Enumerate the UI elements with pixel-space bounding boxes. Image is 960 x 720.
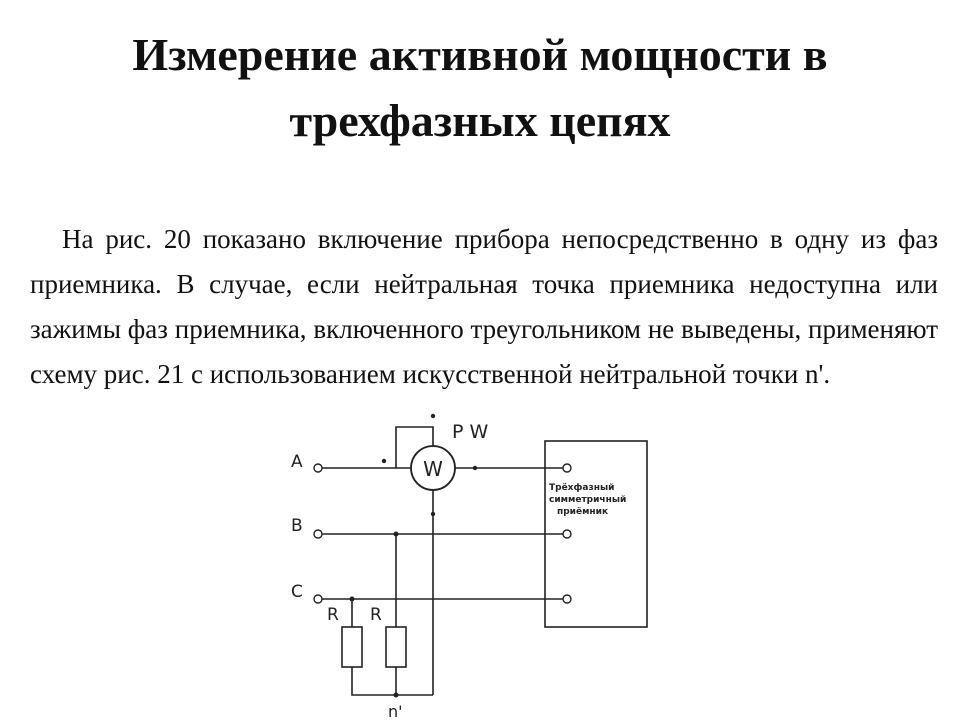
page-title: Измерение активной мощности в трехфазных… <box>40 22 920 154</box>
resistor-1 <box>341 626 363 668</box>
wattmeter-label: P W <box>452 421 488 443</box>
polarity-dot-bottom <box>430 511 436 517</box>
wattmeter-circle <box>410 445 456 491</box>
terminal-c-in <box>313 594 323 604</box>
terminal-b-out <box>562 529 572 539</box>
junction-neutral <box>393 692 399 698</box>
wattmeter-symbol: W <box>423 457 443 481</box>
junction-c <box>349 596 355 602</box>
resistor-label-2: R <box>370 605 382 625</box>
terminal-a-out <box>562 463 572 473</box>
receiver-label-line-1: Трёхфазный <box>549 483 614 493</box>
phase-label-c: C <box>291 582 303 602</box>
receiver-label-line-2: симметричный <box>549 495 626 505</box>
title-line-1: Измерение активной мощности в <box>132 29 828 80</box>
resistor-2 <box>385 626 407 668</box>
terminal-b-in <box>313 529 323 539</box>
polarity-dot-right <box>472 465 478 471</box>
resistor-label-1: R <box>327 605 339 625</box>
junction-b <box>393 531 399 537</box>
body-paragraph: На рис. 20 показано включение прибора не… <box>30 224 938 389</box>
terminal-a-in <box>313 463 323 473</box>
receiver-box <box>544 440 648 628</box>
title-line-2: трехфазных цепях <box>289 95 671 146</box>
polarity-dot-left <box>381 458 387 464</box>
terminal-c-out <box>562 594 572 604</box>
phase-label-b: B <box>291 516 303 536</box>
receiver-label-line-3: приёмник <box>557 507 608 517</box>
neutral-label: n' <box>388 702 403 720</box>
phase-label-a: A <box>291 452 303 472</box>
voltage-coil-loop <box>395 426 434 468</box>
polarity-dot-top <box>430 413 436 419</box>
neutral-bus <box>351 667 433 696</box>
